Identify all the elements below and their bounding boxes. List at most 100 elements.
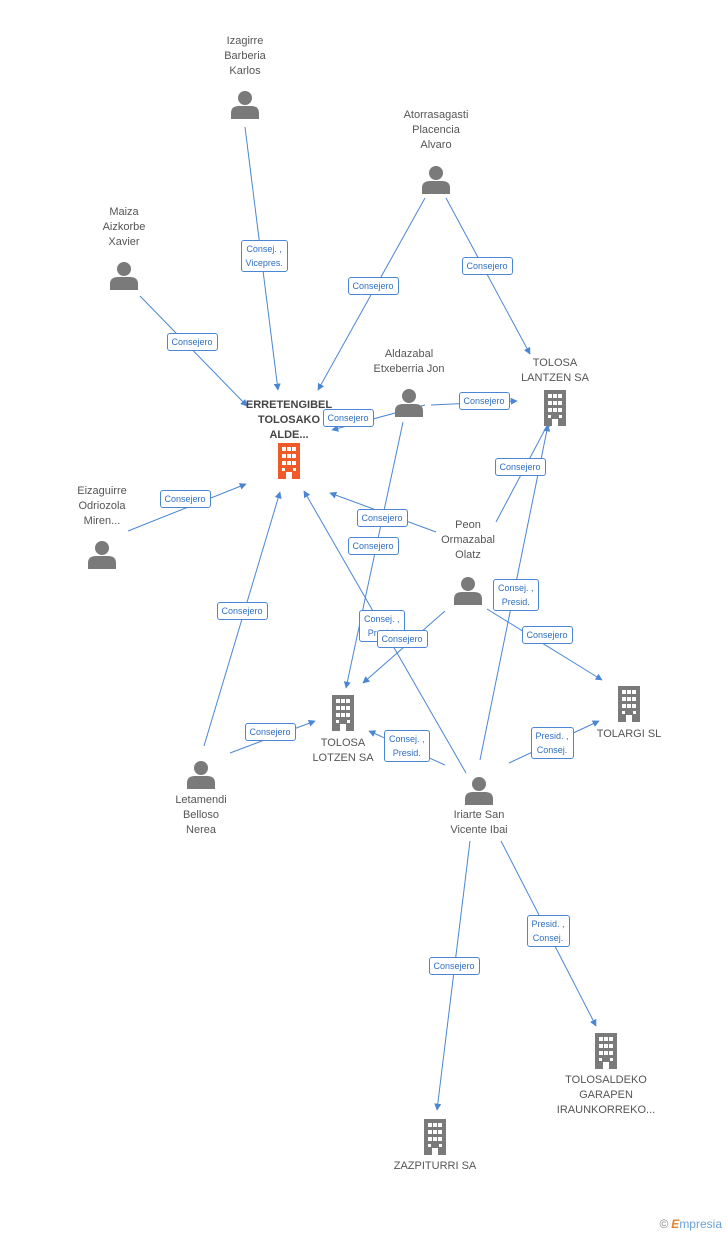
edge-label: Consejero [216,602,268,620]
node-label-line: IRAUNKORREKO... [556,1104,656,1116]
edge-label-line: Consejero [352,281,394,291]
person-icon[interactable] [395,389,423,417]
edge-label-line: Consejero [463,396,505,406]
edge-label: Consejero [322,409,374,427]
building-icon[interactable] [332,695,354,731]
node-label-line: TOLOSALDEKO [565,1074,647,1086]
edge-label-line: Consejero [249,727,291,737]
edge-iriarte-to-zazpiturri [434,840,471,1111]
edge-label-line: Consejero [352,541,394,551]
edge-label: Consejero [428,957,480,975]
node-label-zazpiturri[interactable]: ZAZPITURRI SA [370,1159,500,1174]
node-label-line: Barberia [224,50,266,62]
edge-label-line: Vicepres. [245,258,283,268]
edge-label: Consejero [376,630,428,648]
person-icon[interactable] [187,761,215,789]
person-icon[interactable] [110,262,138,290]
node-label-tolosaldeko[interactable]: TOLOSALDEKO GARAPEN IRAUNKORREKO... [541,1073,671,1118]
edge-label-line: Consejero [221,606,263,616]
person-icon[interactable] [231,91,259,119]
node-label-line: Odriozola [78,500,126,512]
edge-label-line: Consejero [526,630,568,640]
node-label-line: Xavier [108,236,140,248]
edge-label: Consejero [458,392,510,410]
edge-aldazabal-to-tolosa_lotzen [343,421,404,689]
node-label-line: Letamendi [175,794,227,806]
building-icon[interactable] [278,443,300,479]
building-icon[interactable] [595,1033,617,1069]
node-label-tolargi[interactable]: TOLARGI SL [564,727,694,742]
node-label-line: LANTZEN SA [521,372,589,384]
edge-label-line: Consejero [466,261,508,271]
edge-label: Consejero [494,458,546,476]
edge-label: Consejero [159,490,211,508]
edge-label-line: Consej. , [364,614,400,624]
building-icon[interactable] [618,686,640,722]
node-label-line: Miren... [83,515,121,527]
person-icon[interactable] [465,777,493,805]
edge-label-line: Consej. , [498,583,534,593]
edge-label-line: Presid. , [535,731,569,741]
building-icon[interactable] [544,390,566,426]
person-icon[interactable] [454,577,482,605]
node-label-line: Aldazabal [384,348,434,360]
copyright-symbol: © [659,1217,669,1231]
edge-label: Consejero [461,257,513,275]
building-icon[interactable] [424,1119,446,1155]
node-label-line: Eizaguirre [77,485,127,497]
node-label-line: Alvaro [420,139,452,151]
edge-label-line: Consejero [381,634,423,644]
node-label-line: TOLARGI SL [596,728,662,740]
edge-label-line: Consej. [532,933,564,943]
edge-label-line: Presid. [392,748,421,758]
node-label-line: Karlos [229,65,261,77]
node-label-line: ERRETENGIBEL [245,399,333,411]
edge-label: Consej. , Presid. [493,579,539,611]
edge-peon-to-tolargi [486,608,603,681]
edge-label-line: Consej. , [389,734,425,744]
node-label-line: Ormazabal [441,534,495,546]
node-label-line: Olatz [455,549,481,561]
node-label-line: Placencia [412,124,460,136]
edge-atorrasagasti-to-tolosa_lantzen [445,197,531,355]
edge-label: Presid. , Consej. [530,727,574,759]
node-label-line: ALDE... [269,429,309,441]
edge-label-line: Presid. , [531,919,565,929]
edge-label: Consejero [347,277,399,295]
edge-label-line: Consejero [499,462,541,472]
node-label-line: TOLOSA [320,737,366,749]
person-icon[interactable] [88,541,116,569]
edge-label: Consejero [166,333,218,351]
node-label-line: Etxeberria Jon [373,363,445,375]
edge-label: Presid. , Consej. [526,915,570,947]
edge-label-line: Consej. [536,745,568,755]
edge-label-line: Consejero [164,494,206,504]
edge-label: Consejero [244,723,296,741]
edge-label-line: Consejero [327,413,369,423]
edge-label: Consej. ,Vicepres. [240,240,288,272]
edge-label-line: Consejero [433,961,475,971]
edge-label-line: Consejero [171,337,213,347]
node-label-line: Maiza [109,206,139,218]
node-label-line: Vicente Ibai [450,824,508,836]
node-label-line: Atorrasagasti [403,109,469,121]
brand-name: mpresia [679,1217,722,1231]
edge-label: Consejero [521,626,573,644]
person-icon[interactable] [422,166,450,194]
node-label-line: Iriarte San [453,809,505,821]
node-label-line: Belloso [182,809,220,821]
footer-brand: ©Empresia [659,1217,722,1231]
edge-label-line: Presid. [501,597,530,607]
node-label-line: GARAPEN [579,1089,633,1101]
